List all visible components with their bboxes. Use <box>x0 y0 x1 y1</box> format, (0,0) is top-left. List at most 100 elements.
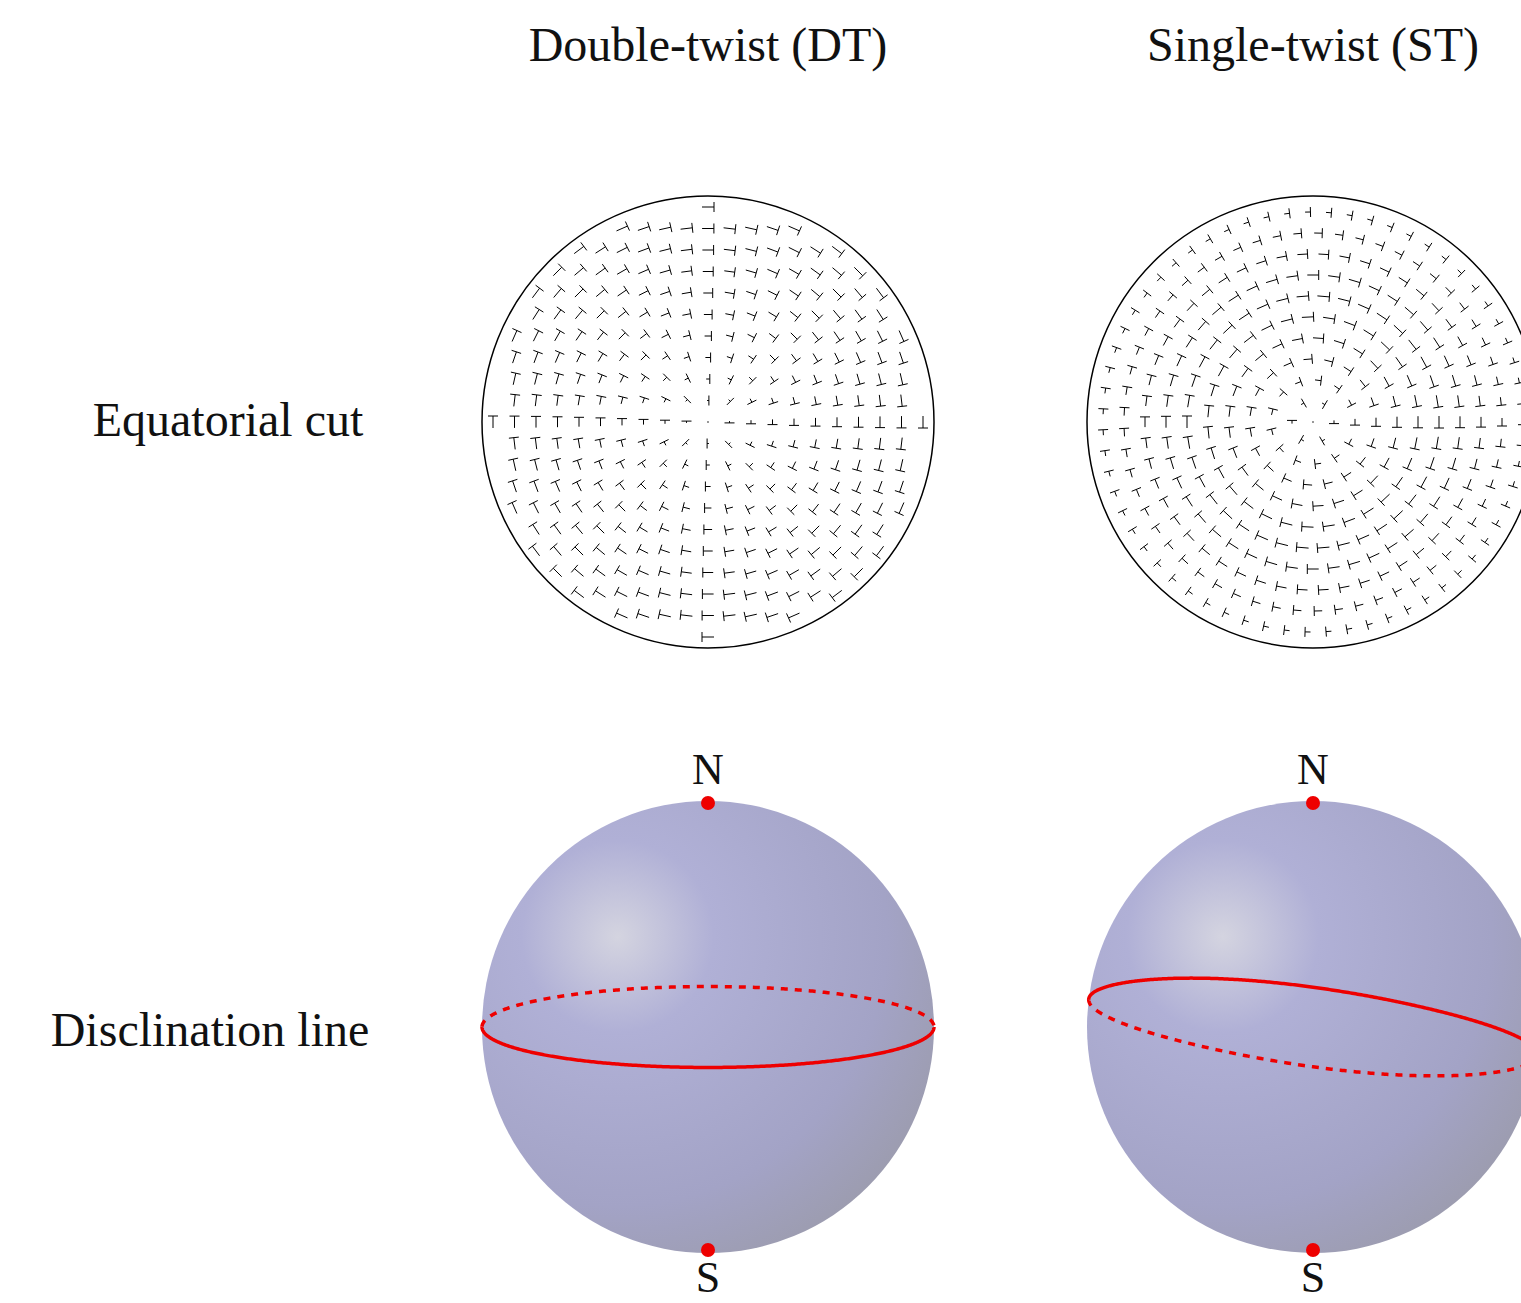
pole-dot <box>701 1243 715 1257</box>
nail <box>1182 494 1192 506</box>
nail <box>768 419 778 424</box>
nail <box>1417 477 1427 490</box>
nail <box>575 307 586 319</box>
nail <box>660 460 667 467</box>
nail <box>682 439 689 446</box>
nail <box>702 202 714 212</box>
nail <box>1332 454 1340 462</box>
nail <box>571 586 584 597</box>
nail <box>747 312 757 321</box>
pole-label: N <box>1297 748 1329 792</box>
nail <box>1125 468 1135 477</box>
nail <box>1170 514 1180 525</box>
nail <box>1430 274 1439 283</box>
nail <box>745 527 755 536</box>
nail <box>1413 548 1424 558</box>
nail <box>1380 268 1391 277</box>
nail <box>877 352 886 365</box>
nail <box>855 289 866 301</box>
nail <box>594 501 604 512</box>
nail <box>553 264 565 276</box>
nail <box>615 523 626 533</box>
nail <box>1322 400 1327 409</box>
nail <box>1348 560 1360 570</box>
nail <box>895 503 904 516</box>
nail <box>618 396 628 404</box>
nail <box>529 522 540 535</box>
nail <box>1247 281 1260 290</box>
nail <box>769 398 779 405</box>
nail <box>681 244 693 254</box>
nail <box>660 440 669 446</box>
nail <box>1391 511 1403 523</box>
nail <box>1313 501 1324 511</box>
nail <box>1492 520 1501 527</box>
nail <box>1446 287 1455 296</box>
nail <box>1497 418 1507 426</box>
nail <box>1320 437 1325 446</box>
nail <box>1314 606 1322 616</box>
nail <box>789 247 802 257</box>
nail <box>596 264 608 275</box>
nail <box>571 565 583 576</box>
nail <box>876 288 887 301</box>
nail <box>1284 625 1290 635</box>
nail <box>1360 380 1369 390</box>
nail <box>1292 334 1303 344</box>
nail <box>1209 526 1221 537</box>
nail <box>1453 499 1462 510</box>
nail <box>593 522 604 533</box>
nail <box>1315 376 1322 386</box>
nail <box>1481 538 1489 545</box>
nail <box>663 374 670 381</box>
nail <box>829 590 842 601</box>
nail <box>1112 346 1121 353</box>
nail <box>1307 564 1318 574</box>
nail <box>766 549 777 558</box>
nail <box>639 286 650 295</box>
nail <box>1476 417 1486 427</box>
nail <box>834 332 844 344</box>
nail <box>1267 428 1277 435</box>
disclination-line <box>482 987 934 1068</box>
nail <box>851 503 861 515</box>
nail <box>1122 386 1132 395</box>
nail <box>1215 252 1225 261</box>
nail <box>1252 480 1263 491</box>
nail <box>1332 499 1344 509</box>
nail <box>1141 506 1150 516</box>
nail <box>552 438 562 449</box>
nail <box>1264 212 1270 222</box>
nail <box>791 333 801 343</box>
nail <box>1369 398 1378 408</box>
nail <box>724 547 734 557</box>
nail <box>1448 458 1458 470</box>
nail <box>1354 601 1363 611</box>
nail <box>1453 437 1463 449</box>
nail <box>1195 474 1205 487</box>
nail <box>811 289 823 300</box>
nail <box>1287 420 1297 423</box>
nail <box>1154 560 1161 567</box>
disclination-curve <box>482 1027 934 1068</box>
nail <box>1405 307 1417 318</box>
nail <box>1334 385 1342 393</box>
nail <box>1493 377 1503 386</box>
nail <box>705 353 710 363</box>
nail <box>1392 477 1403 489</box>
nail <box>659 566 671 576</box>
nail <box>1403 458 1412 471</box>
nail <box>619 373 628 382</box>
nail <box>1454 395 1464 407</box>
nail <box>1273 231 1282 241</box>
nail <box>617 264 629 274</box>
nail <box>641 374 649 382</box>
nail <box>597 307 608 318</box>
nail <box>770 355 779 364</box>
nail <box>1121 448 1131 457</box>
nail <box>1350 419 1360 425</box>
nail <box>1404 606 1411 615</box>
nail <box>1295 377 1303 386</box>
nail <box>767 247 780 256</box>
